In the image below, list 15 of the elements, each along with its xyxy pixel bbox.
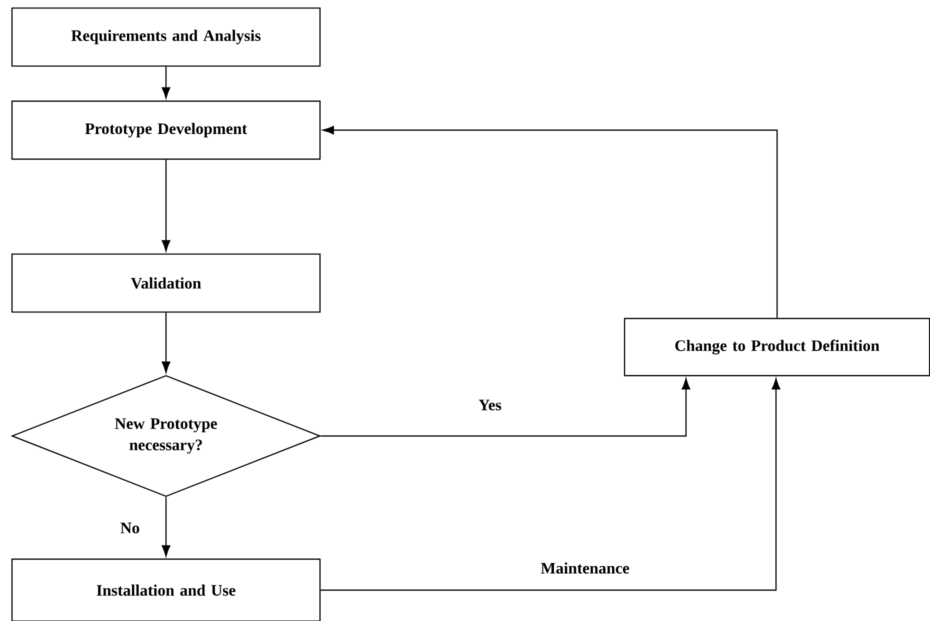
- process-box: Validation: [11, 253, 321, 313]
- arrow: [320, 378, 780, 591]
- process-box: Installation and Use: [11, 558, 321, 621]
- arrow: [162, 160, 170, 252]
- arrow: [162, 497, 170, 556]
- arrow: [162, 312, 170, 373]
- edge-label: No: [118, 521, 142, 535]
- process-box: Requirements and Analysis: [11, 7, 321, 67]
- edge-label: Maintenance: [539, 561, 631, 575]
- arrow: [162, 66, 170, 98]
- edge-label: Yes: [477, 398, 503, 412]
- process-box: Change to Product Definition: [624, 318, 930, 376]
- process-box: Prototype Development: [11, 100, 321, 160]
- arrow: [322, 126, 778, 318]
- arrow: [320, 378, 690, 437]
